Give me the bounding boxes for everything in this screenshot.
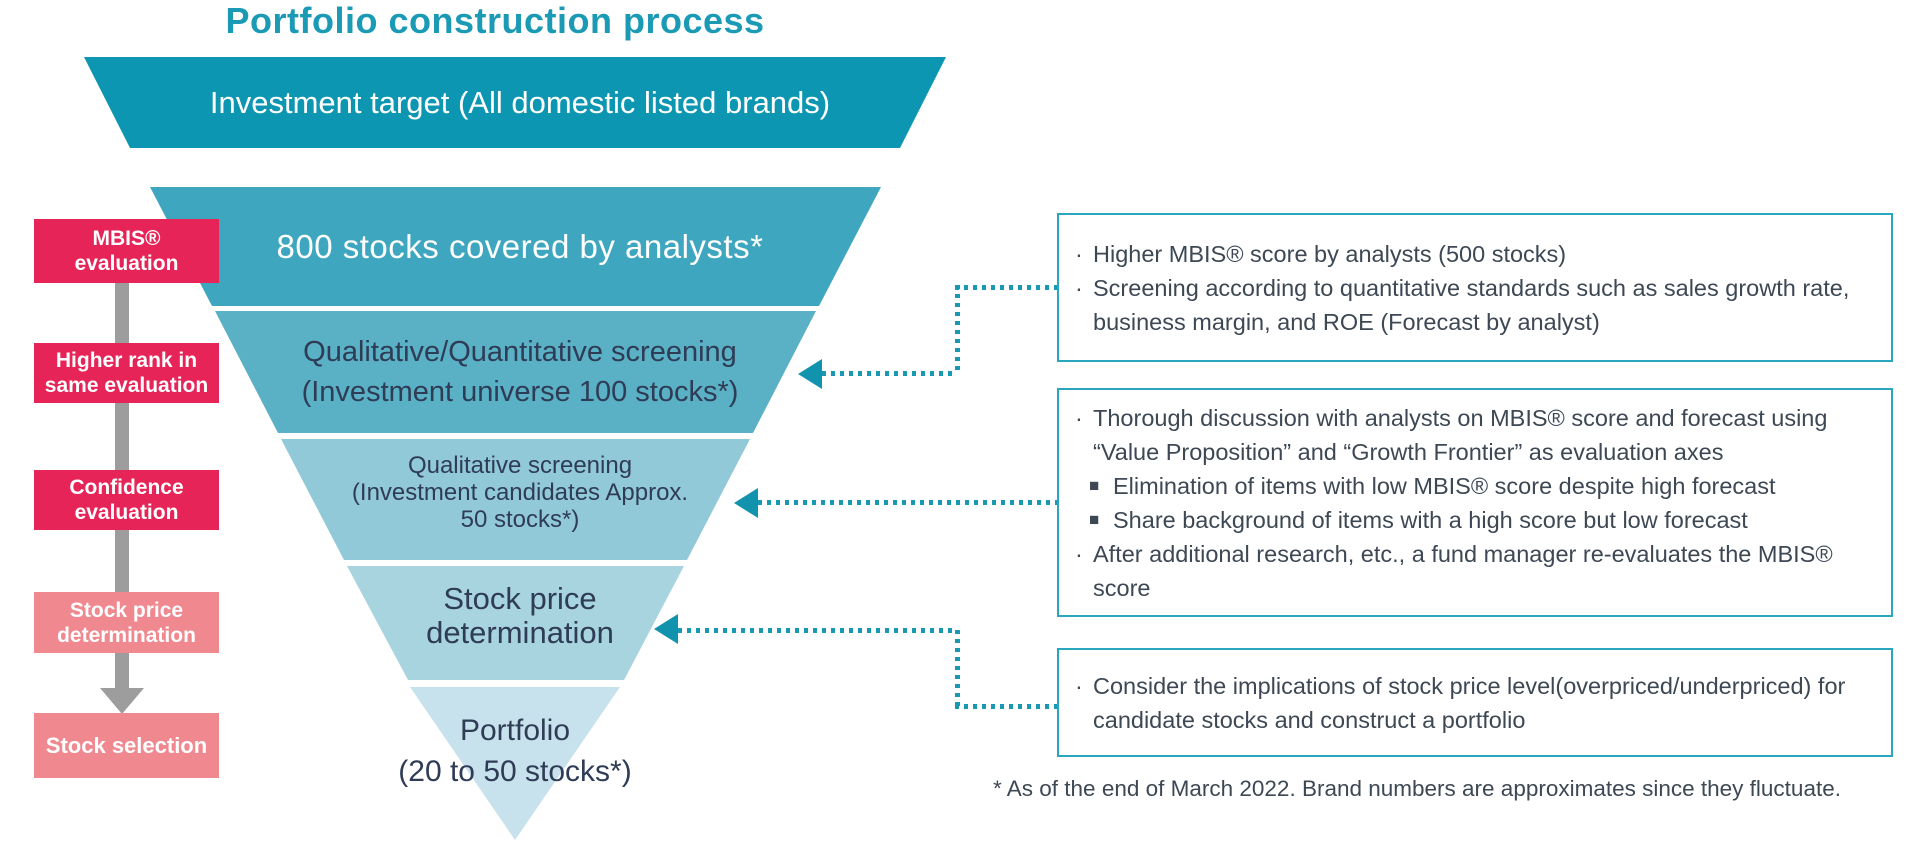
callout-text: Share background of items with a high sc… [1113,506,1748,533]
callout-text: Elimination of items with low MBIS® scor… [1113,472,1776,499]
funnel-level-1: 800 stocks covered by analysts* [150,187,881,306]
footnote: * As of the end of March 2022. Brand num… [993,776,1841,801]
left-step-label: MBIS® evaluation [74,227,179,275]
callout-text: Screening according to quantitative stan… [1093,274,1850,335]
bullet-icon: · [1075,404,1083,431]
funnel-level-5-label: Portfolio (20 to 50 stocks*) [398,714,632,788]
connector-3-line [955,630,960,709]
bullet-icon: · [1075,240,1083,267]
callout-line: · After additional research, etc., a fun… [1075,537,1877,605]
funnel-level-2-label: Qualitative/Quantitative screening (Inve… [301,336,739,408]
connector-3-line [678,628,955,633]
left-step-stock-price-determination: Stock price determination [34,592,219,653]
connector-2-line [758,500,1057,505]
page-title: Portfolio construction process [225,0,765,41]
callout-line: ■ Share background of items with a high … [1089,503,1877,537]
left-step-label: Higher rank in same evaluation [44,349,209,397]
square-bullet-icon: ■ [1089,475,1100,495]
bullet-icon: · [1075,672,1083,699]
funnel-level-2: Qualitative/Quantitative screening (Inve… [215,311,816,433]
connector-3-line [955,704,1057,709]
square-bullet-icon: ■ [1089,509,1100,529]
connector-1-arrowhead-icon [798,359,822,389]
connector-1-line [955,285,960,375]
callout-box-1: · Higher MBIS® score by analysts (500 st… [1057,213,1893,362]
step-flow-arrowhead-icon [100,688,144,714]
connector-1-line [822,371,955,376]
left-step-label: Stock price determination [57,598,196,647]
left-step-higher-rank: Higher rank in same evaluation [34,343,219,403]
funnel-level-1-label: 800 stocks covered by analysts* [276,227,764,265]
left-step-mbis-evaluation: MBIS® evaluation [34,219,219,283]
callout-box-2: · Thorough discussion with analysts on M… [1057,388,1893,617]
left-step-label: Stock selection [45,733,208,758]
callout-text: After additional research, etc., a fund … [1093,540,1833,601]
callout-text: Consider the implications of stock price… [1093,672,1846,733]
funnel-level-3: Qualitative screening (Investment candid… [281,439,750,560]
left-step-stock-selection: Stock selection [34,713,219,778]
callout-text: Higher MBIS® score by analysts (500 stoc… [1093,240,1567,267]
funnel-level-3-label: Qualitative screening (Investment candid… [351,452,689,533]
connector-1-line [955,285,1057,290]
bullet-icon: · [1075,274,1083,301]
callout-line: ■ Elimination of items with low MBIS® sc… [1089,469,1877,503]
callout-line: · Screening according to quantitative st… [1075,271,1877,339]
callout-line: · Thorough discussion with analysts on M… [1075,401,1877,469]
callout-text: Thorough discussion with analysts on MBI… [1093,404,1828,465]
left-step-label: Confidence evaluation [69,476,184,524]
funnel-level-4-label: Stock price determination [426,581,614,650]
funnel-top-band: Investment target (All domestic listed b… [84,57,946,148]
callout-line: · Consider the implications of stock pri… [1075,669,1877,737]
funnel-level-4: Stock price determination [347,566,684,680]
callout-line: · Higher MBIS® score by analysts (500 st… [1075,237,1877,271]
funnel-top-band-label: Investment target (All domestic listed b… [209,84,831,120]
connector-3-arrowhead-icon [654,614,678,644]
connector-2-arrowhead-icon [734,488,758,518]
left-step-confidence-evaluation: Confidence evaluation [34,470,219,530]
bullet-icon: · [1075,540,1083,567]
callout-box-3: · Consider the implications of stock pri… [1057,648,1893,757]
